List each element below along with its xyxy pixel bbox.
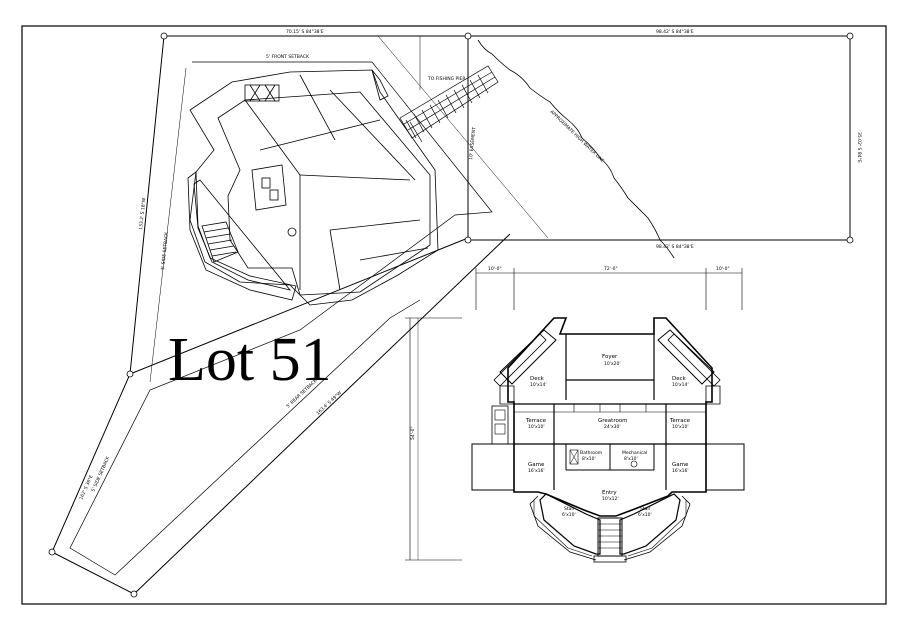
room-name: Deck	[672, 376, 687, 382]
site-plan: 70.15' S 84°38'E 98.42' S 84°38'E 98.42'…	[48, 29, 862, 598]
dim-top-left: 70.15' S 84°38'E	[286, 29, 324, 35]
fp-dim-top-left: 10'-0"	[488, 266, 502, 272]
setback-side: 5' SIDE SETBACK	[160, 231, 170, 271]
dim-top-right: 98.42' S 84°38'E	[656, 29, 694, 35]
room-name: Terrace	[525, 418, 547, 424]
setback-line-inner	[149, 67, 187, 383]
property-line-rear	[129, 35, 165, 375]
room-name: Mechanical	[622, 450, 647, 456]
room-size: 16'x16'	[528, 468, 545, 474]
right-lot-line	[468, 35, 851, 241]
room-name: Entry	[602, 490, 617, 496]
sheet-border	[21, 25, 887, 605]
dim-bottom-right: 98.42' S 84°38'E	[656, 244, 694, 250]
room-size: 16'x16'	[672, 468, 689, 474]
lot-corner-markers	[48, 32, 854, 598]
site-building	[187, 69, 439, 306]
room-name: Game	[528, 462, 545, 468]
room-name: Deck	[530, 376, 545, 382]
fp-dim-top-right: 10'-0"	[716, 266, 730, 272]
fp-dim-side: 54'-0"	[410, 426, 416, 440]
note-shoreline: APPROXIMATE HIGH WATER LINE	[549, 109, 606, 164]
dim-left-upper: 133.2' S 18°W	[138, 197, 147, 230]
room-name: Game	[672, 462, 689, 468]
room-name: Stair	[564, 506, 575, 512]
note-easement: 10' EASEMENT	[468, 127, 477, 161]
room-size: 10'x10'	[672, 424, 689, 430]
room-size: 10'x12'	[602, 496, 619, 502]
shoreline	[477, 39, 675, 259]
floor-plan	[405, 268, 745, 563]
room-name: Foyer	[602, 354, 618, 360]
lot-title: Lot 51	[168, 326, 332, 394]
room-name: Greatroom	[598, 418, 628, 424]
room-name: Stair	[640, 506, 651, 512]
setback-line	[69, 61, 493, 576]
room-size: 10'x14'	[530, 382, 547, 388]
dim-right: 35.02' S 84°E	[856, 132, 862, 163]
property-line	[51, 35, 511, 595]
room-size: 8'x10'	[582, 456, 596, 462]
room-name: Bathroom	[580, 450, 602, 456]
room-size: 10'x20'	[604, 361, 621, 367]
room-name: Terrace	[669, 418, 691, 424]
room-labels: Foyer 10'x20' Deck 10'x14' Deck 10'x14' …	[525, 354, 691, 518]
room-size: 8'x10'	[624, 456, 638, 462]
note-dock: TO FISHING PIER	[427, 76, 466, 82]
fishing-pier	[399, 65, 499, 143]
room-size: 10'x10'	[528, 424, 545, 430]
room-size: 6'x10'	[562, 512, 576, 518]
room-size: 6'x10'	[638, 512, 652, 518]
fp-dim-top-overall: 72'-0"	[604, 266, 618, 272]
setback-front: 5' FRONT SETBACK	[266, 54, 310, 60]
room-size: 10'x14'	[672, 382, 689, 388]
room-size: 24'x30'	[604, 424, 621, 430]
